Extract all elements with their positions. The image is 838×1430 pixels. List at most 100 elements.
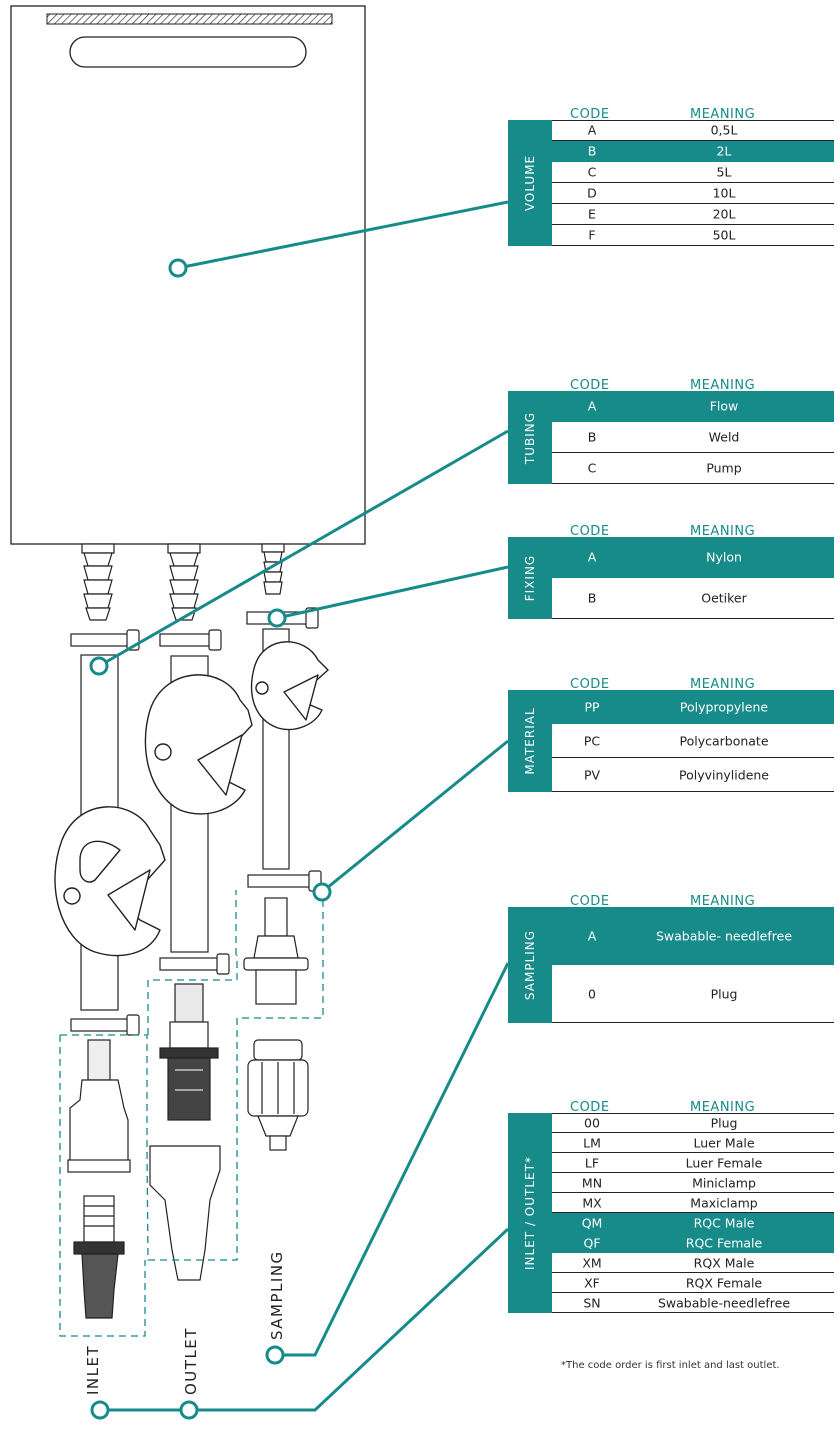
code-cell: PP [584,699,600,714]
meaning-column-header: MEANING [690,524,756,539]
volume-callout-marker [168,258,188,278]
fixing-table-header: CODE MEANING [508,524,834,540]
table-row: 00 Plug [552,1113,834,1133]
port-barbs [81,543,285,621]
table-row: C 5L [552,162,834,183]
meaning-cell: Flow [709,398,739,414]
code-cell: LF [584,1155,600,1170]
table-row: D 10L [552,183,834,204]
code-cell: A [587,928,597,943]
category-label-text: FIXING [523,554,537,602]
code-cell: LM [583,1135,601,1150]
meaning-cell: Plug [710,1115,738,1130]
meaning-cell: 0,5L [710,122,738,138]
code-cell: C [587,164,597,180]
code-column-header: CODE [570,378,610,393]
footnote: *The code order is first inlet and last … [561,1360,780,1371]
meaning-column-header: MEANING [690,1100,756,1115]
sampling-category-label: SAMPLING [508,907,552,1023]
category-label-text: INLET / OUTLET* [523,1156,537,1270]
callout-markers [89,258,332,1420]
meaning-column-header: MEANING [690,894,756,909]
code-cell: PC [583,733,601,748]
meaning-cell: Plug [710,986,738,1001]
code-cell: B [587,429,597,445]
meaning-cell: Miniclamp [692,1175,756,1190]
category-label-text: MATERIAL [523,707,537,775]
meaning-cell: RQX Female [685,1275,763,1290]
code-cell: MN [581,1175,603,1190]
code-cell: XM [582,1255,602,1270]
table-row: A 0,5L [552,120,834,141]
meaning-column-header: MEANING [690,677,756,692]
table-row: F 50L [552,225,834,246]
table-row: PV Polyvinylidene [552,758,834,792]
meaning-cell: Luer Male [693,1135,755,1150]
table-row: XF RQX Female [552,1273,834,1293]
meaning-cell: 20L [712,206,736,222]
bag [10,5,366,545]
code-cell: C [587,460,597,476]
meaning-cell: 5L [716,164,732,180]
fixing-category-label: FIXING [508,537,552,619]
code-cell: 00 [584,1115,600,1130]
table-row: MN Miniclamp [552,1173,834,1193]
code-column-header: CODE [570,524,610,539]
meaning-cell: Weld [708,429,740,445]
code-cell: B [587,590,597,606]
connectors [67,897,309,1319]
inlet-outlet-category-label: INLET / OUTLET* [508,1113,552,1313]
code-cell: QM [581,1215,603,1230]
meaning-cell: RQC Female [685,1235,763,1250]
meaning-cell: 50L [712,227,736,243]
meaning-cell: Oetiker [701,590,747,606]
code-cell: A [587,398,597,414]
sampling-label: SAMPLING [268,1250,286,1340]
code-cell: PV [583,767,601,782]
table-top-rule [552,1113,834,1114]
code-column-header: CODE [570,894,610,909]
leader-lines [98,200,510,1412]
code-column-header: CODE [570,1100,610,1115]
meaning-cell: Polyvinylidene [679,767,769,782]
table-row: A Flow [552,391,834,422]
code-column-header: CODE [570,677,610,692]
table-row: MX Maxiclamp [552,1193,834,1213]
meaning-cell: 10L [712,185,736,201]
code-cell: A [587,122,597,138]
tubing-table-header: CODE MEANING [508,378,834,394]
meaning-cell: Nylon [706,549,742,565]
meaning-cell: Pump [706,460,742,476]
table-top-rule [552,120,834,121]
code-cell: B [587,143,597,159]
tubing-category-label: TUBING [508,391,552,484]
category-label-text: VOLUME [523,154,537,212]
meaning-column-header: MEANING [690,378,756,393]
material-table-header: CODE MEANING [508,677,834,693]
meaning-cell: Maxiclamp [690,1195,758,1210]
meaning-cell: Swabable-needlefree [657,1295,791,1310]
meaning-column-header: MEANING [690,107,756,122]
inlet-label: INLET [84,1344,102,1395]
meaning-cell: Polycarbonate [679,733,769,748]
material-category-label: MATERIAL [508,690,552,792]
table-row: B Oetiker [552,578,834,619]
category-label-text: TUBING [523,411,537,464]
code-cell: MX [582,1195,602,1210]
pinch-clamps [54,641,329,957]
code-cell: D [587,185,597,201]
inlet-outlet-table-header: CODE MEANING [508,1100,834,1116]
code-cell: F [588,227,596,243]
code-cell: XF [584,1275,600,1290]
sampling-callout-marker [265,1345,285,1365]
code-cell: 0 [588,986,596,1001]
